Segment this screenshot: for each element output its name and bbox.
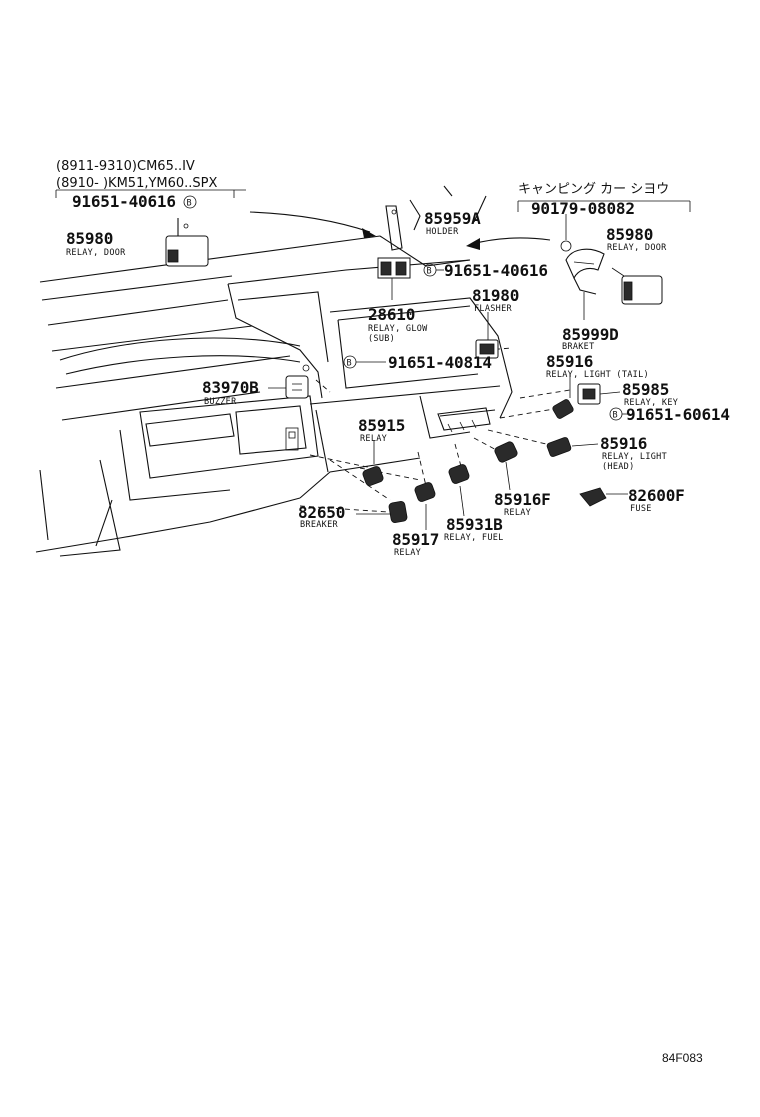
part-description: FUSE [630,504,652,514]
part-number[interactable]: 85917 [392,530,439,549]
part-description: RELAY, DOOR [66,248,126,258]
part-description: FLASHER [474,304,513,314]
part-number[interactable]: 85931B [446,515,503,534]
callout-85916-head[interactable]: 85916 RELAY, LIGHT (HEAD) [571,434,667,472]
callout-85916-tail[interactable]: 85916 RELAY, LIGHT (TAIL) [546,352,649,380]
part-number[interactable]: 85915 [358,416,405,435]
bolt-marker-2: B [427,267,432,277]
pointer-arrows [249,211,551,250]
callout-28610[interactable]: 28610 RELAY, GLOW (SUB) [368,305,428,344]
part-description: RELAY, KEY [624,398,678,408]
callout-85980-right[interactable]: 85980 RELAY, DOOR [606,225,667,253]
part-description: RELAY, LIGHT [602,452,667,462]
part-drawings: B B B [165,185,663,524]
part-description-2: (HEAD) [602,462,635,472]
callout-82600f[interactable]: 82600F FUSE [628,486,685,514]
part-description: RELAY [360,434,387,444]
callout-85915[interactable]: 85915 RELAY [358,416,405,444]
part-number[interactable]: 91651-40814 [388,353,492,372]
part-number[interactable]: 85985 [622,380,669,399]
callout-85916f[interactable]: 85916F RELAY [494,461,551,518]
part-number[interactable]: 91651-40616 [444,261,548,280]
part-description: RELAY, FUEL [444,533,504,543]
callout-85917[interactable]: 85917 RELAY [392,504,439,558]
part-number[interactable]: 85980 [66,229,113,248]
callout-85931b[interactable]: 85931B RELAY, FUEL [444,485,504,543]
part-description: RELAY, GLOW [368,324,428,334]
callout-91651-60614[interactable]: 91651-60614 [622,405,730,424]
part-description: RELAY [394,548,421,558]
part-description: RELAY, LIGHT (TAIL) [546,370,649,380]
part-number[interactable]: 85916F [494,490,551,509]
part-number[interactable]: 28610 [368,305,415,324]
callout-85985[interactable]: 85985 RELAY, KEY [599,380,678,408]
diagram-code: 84F083 [662,1051,703,1065]
model-range-1: (8911-9310)CM65..IV [56,159,195,174]
part-number[interactable]: 85916 [600,434,647,453]
callout-82650[interactable]: 82650 BREAKER [298,503,390,530]
callout-85959a[interactable]: 85959A HOLDER [424,209,481,237]
part-number-nut[interactable]: 90179-08082 [531,199,635,218]
part-description: HOLDER [426,227,459,237]
part-number[interactable]: 82650 [298,503,345,522]
callout-91651-40814[interactable]: 91651-40814 [356,353,492,372]
bolt-marker-3: B [347,359,352,369]
header-block: (8911-9310)CM65..IV (8910- )KM51,YM60..S… [55,159,691,218]
part-description: BUZZER [204,397,237,407]
instrument-panel-drawing [35,235,571,557]
part-description: RELAY, DOOR [607,243,667,253]
model-range-2: (8910- )KM51,YM60..SPX [56,176,218,191]
part-description: BRAKET [562,342,595,352]
part-number[interactable]: 82600F [628,486,685,505]
callout-85999d[interactable]: 85999D BRAKET [562,325,619,352]
part-number[interactable]: 91651-60614 [626,405,730,424]
part-labels: 85980 RELAY, DOOR 85959A HOLDER 85980 RE… [66,209,730,558]
part-number[interactable]: 83970B [202,378,259,397]
part-number[interactable]: 85980 [606,225,653,244]
part-description: RELAY [504,508,531,518]
part-description-2: (SUB) [368,334,395,344]
bolt-marker-4: B [613,411,618,421]
part-number[interactable]: 85916 [546,352,593,371]
callout-85980-left[interactable]: 85980 RELAY, DOOR [66,229,126,258]
part-number[interactable]: 85959A [424,209,481,228]
part-number-bolt-header[interactable]: 91651-40616 [72,192,176,211]
callout-83970b[interactable]: 83970B BUZZER [202,378,286,407]
part-description: BREAKER [300,520,339,530]
part-number[interactable]: 85999D [562,325,619,344]
bolt-marker: B [187,199,192,209]
jp-note: キャンピング カー シヨウ [518,182,669,197]
part-number[interactable]: 81980 [472,286,519,305]
callout-91651-40616[interactable]: 91651-40616 [436,261,548,280]
callout-81980[interactable]: 81980 FLASHER [472,286,519,314]
